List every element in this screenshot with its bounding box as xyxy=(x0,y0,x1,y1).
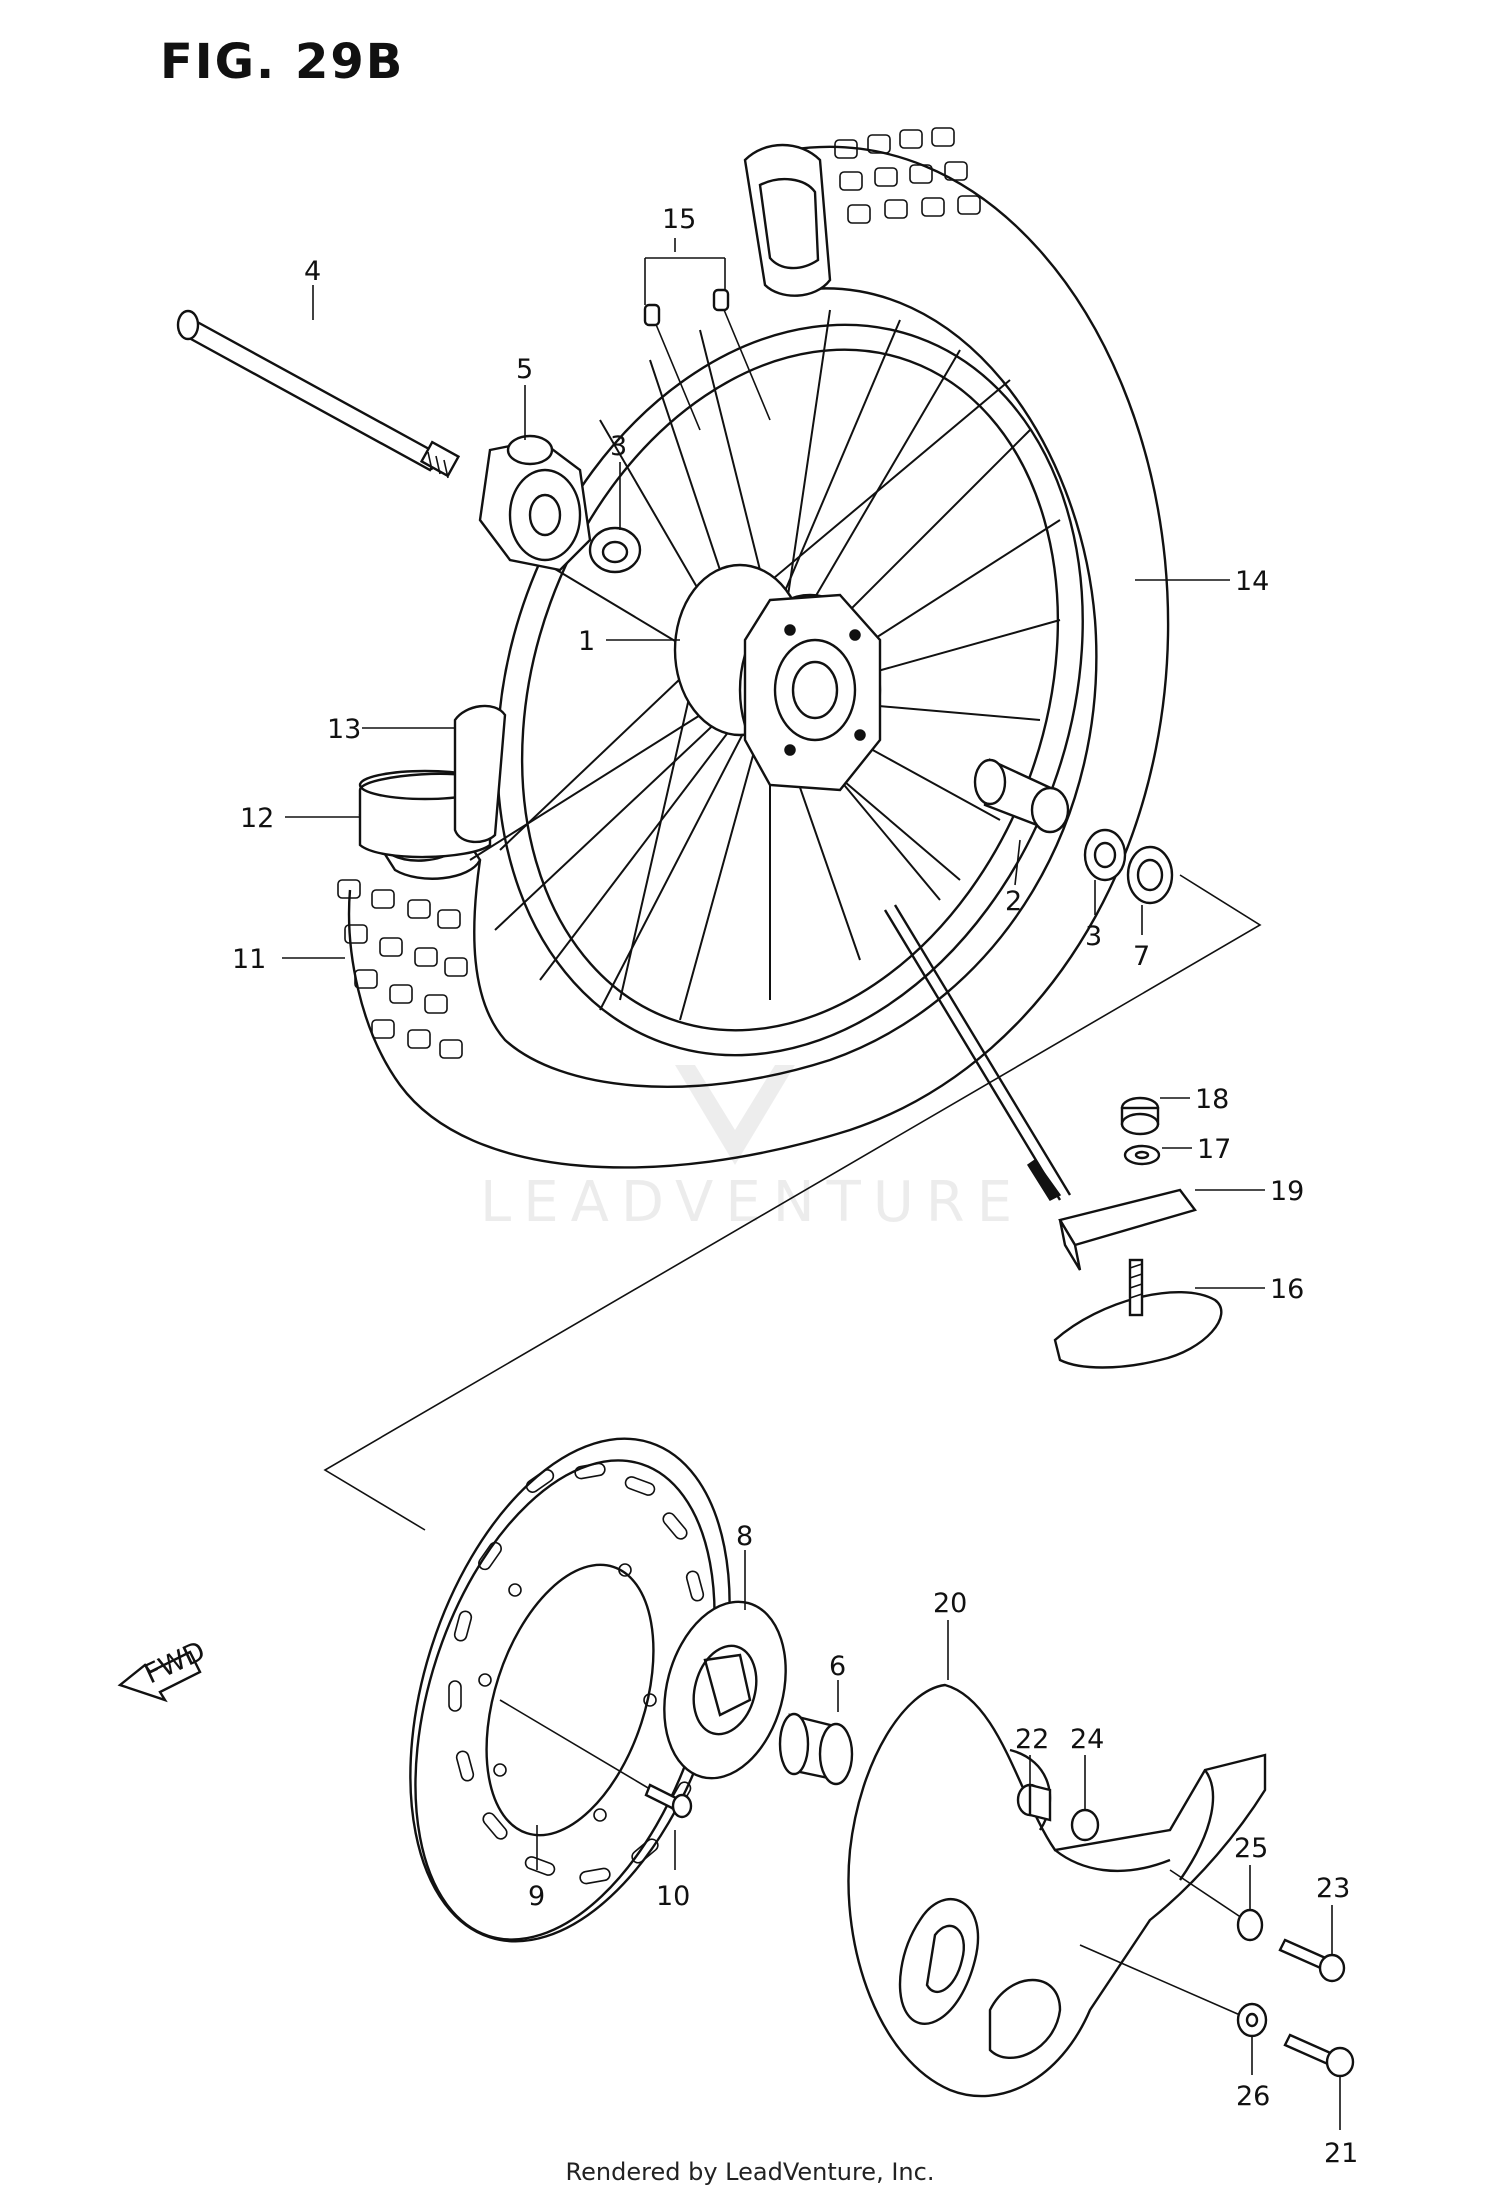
callout-17: 17 xyxy=(1197,1134,1231,1165)
speedometer-gearbox xyxy=(478,434,592,572)
callout-23: 23 xyxy=(1316,1873,1350,1904)
oil-seal xyxy=(1126,845,1174,905)
guard-bolt-23 xyxy=(1278,1938,1346,1983)
callout-14: 14 xyxy=(1235,566,1269,597)
tire-tread-top xyxy=(834,127,981,224)
guard-collar-22 xyxy=(1016,1783,1052,1822)
callout-22: 22 xyxy=(1015,1724,1049,1755)
callout-20: 20 xyxy=(933,1588,967,1619)
callout-3a: 3 xyxy=(610,431,627,462)
bearing-left xyxy=(588,526,642,574)
footer-credit: Rendered by LeadVenture, Inc. xyxy=(565,2158,935,2186)
disc-guard xyxy=(847,1683,1267,2098)
callout-13: 13 xyxy=(327,714,361,745)
callout-11: 11 xyxy=(232,944,266,975)
axle xyxy=(176,309,461,479)
callout-10: 10 xyxy=(656,1881,690,1912)
callout-4: 4 xyxy=(304,256,321,287)
watermark-logo xyxy=(675,1065,795,1165)
tire-tread-left xyxy=(337,879,468,1059)
washer-26 xyxy=(1079,1944,1268,2038)
rim-lock-pad xyxy=(1058,1188,1197,1271)
callout-15: 15 xyxy=(662,204,696,235)
callout-2: 2 xyxy=(1005,886,1022,917)
leader-lines xyxy=(282,238,1341,2130)
speedometer-drive-plate xyxy=(663,1600,787,1780)
callout-25: 25 xyxy=(1234,1833,1268,1864)
callout-5: 5 xyxy=(516,354,533,385)
rim-lock-nut xyxy=(1120,1096,1160,1136)
callout-18: 18 xyxy=(1195,1084,1229,1115)
spacer-right xyxy=(973,758,1070,834)
callout-8: 8 xyxy=(736,1521,753,1552)
callout-26: 26 xyxy=(1236,2081,1270,2112)
callout-21: 21 xyxy=(1324,2138,1358,2169)
hub xyxy=(673,563,882,792)
bearing-right xyxy=(1083,828,1127,882)
disc-bolt-holes xyxy=(478,1563,657,1822)
callout-3b: 3 xyxy=(1085,921,1102,952)
callout-labels: 1 2 3 3 4 5 6 7 8 9 10 11 12 13 14 15 16… xyxy=(232,204,1358,2169)
callout-9: 9 xyxy=(528,1881,545,1912)
valve-stem xyxy=(883,904,1072,1201)
callout-24: 24 xyxy=(1070,1724,1104,1755)
figure-title: FIG. 29B xyxy=(160,34,405,90)
axle-spacer xyxy=(778,1712,854,1786)
callout-16: 16 xyxy=(1270,1274,1304,1305)
tube-and-valve xyxy=(358,704,507,859)
explode-lines xyxy=(323,874,1262,1531)
guard-bolt-21 xyxy=(1283,2033,1355,2078)
forward-arrow-icon: FWD xyxy=(117,1636,210,1703)
rim-lock-washer xyxy=(1123,1144,1161,1166)
callout-12: 12 xyxy=(240,803,274,834)
disc-bolt xyxy=(499,1699,693,1819)
guard-collar-24 xyxy=(1070,1808,1100,1842)
callout-7: 7 xyxy=(1133,941,1150,972)
callout-1: 1 xyxy=(578,626,595,657)
callout-19: 19 xyxy=(1270,1176,1304,1207)
rim-lock xyxy=(1053,1258,1223,1369)
spoke-nipples xyxy=(643,288,771,431)
callout-6: 6 xyxy=(829,1651,846,1682)
